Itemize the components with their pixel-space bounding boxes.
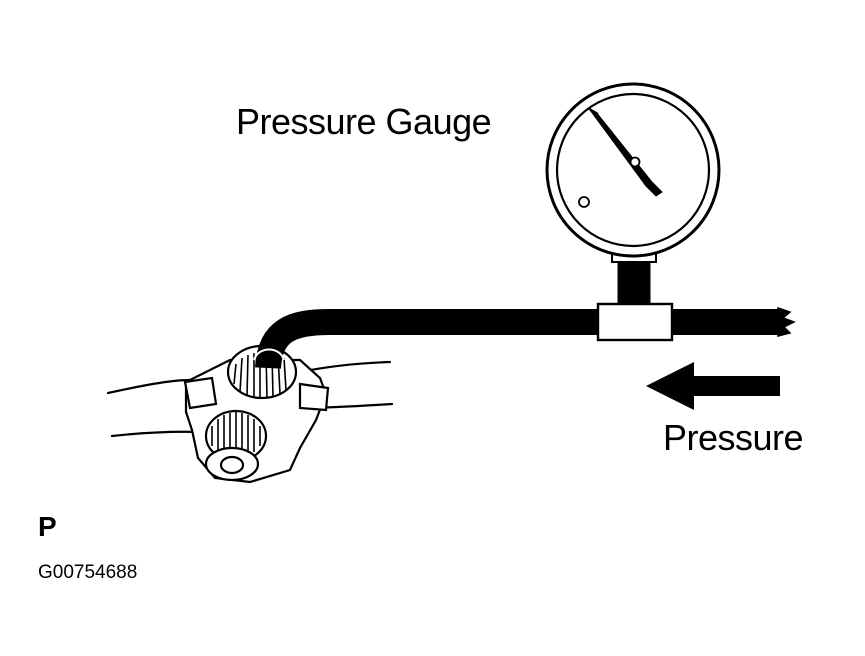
figure-code: G00754688 xyxy=(38,562,138,583)
hose-cut-end xyxy=(777,306,796,337)
arrow-left-icon xyxy=(646,362,780,410)
pressure-gauge-label: Pressure Gauge xyxy=(236,101,492,142)
pressure-direction-label: Pressure xyxy=(663,417,804,458)
tee-fitting xyxy=(596,302,674,342)
gauge-needle-tip xyxy=(587,107,599,115)
pressure-hose xyxy=(255,309,782,370)
gauge-stem xyxy=(617,255,651,305)
gauge-pivot xyxy=(629,156,641,168)
view-letter: P xyxy=(38,511,57,542)
hose-end-ring xyxy=(253,348,285,361)
gauge-screw xyxy=(578,196,590,208)
pressure-gauge xyxy=(545,82,721,258)
